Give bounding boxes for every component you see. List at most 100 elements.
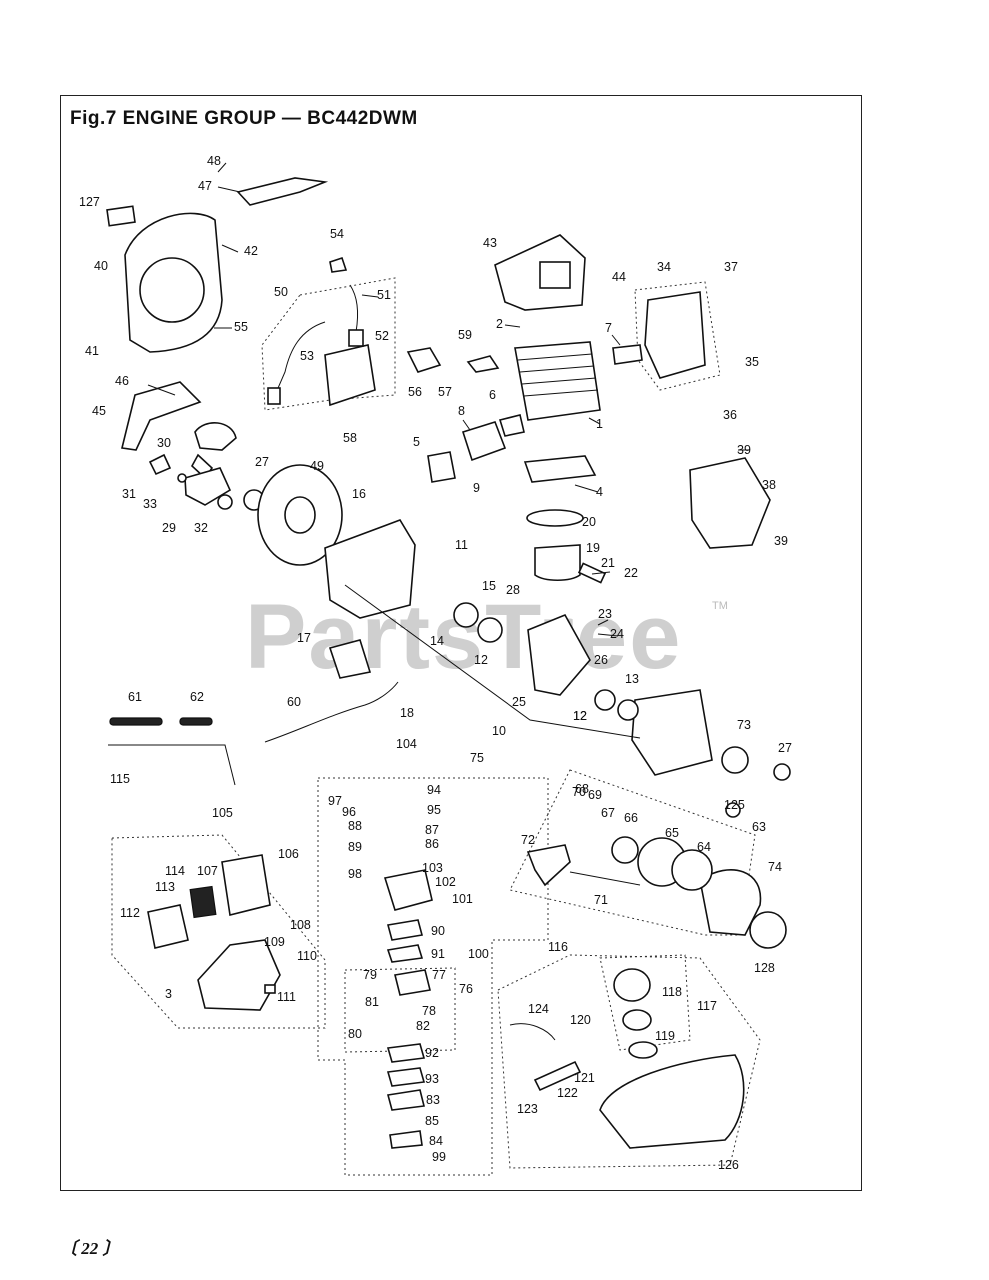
callout-label-19: 19 [586, 541, 600, 555]
gasket-7-shape [612, 344, 643, 365]
callout-label-38: 38 [762, 478, 776, 492]
callout-label-59: 59 [458, 328, 472, 342]
callout-label-122: 122 [557, 1086, 578, 1100]
callout-label-57: 57 [438, 385, 452, 399]
tank-seal-shape [622, 1009, 652, 1031]
fuel-tank-shape [599, 1054, 745, 1149]
reed-block-shape [328, 639, 372, 679]
callout-label-64: 64 [697, 840, 711, 854]
callout-label-107: 107 [197, 864, 218, 878]
callout-labels: 1234567891011121212131415161718192021222… [79, 154, 792, 1172]
callout-label-115: 115 [110, 772, 130, 786]
callout-label-24: 24 [610, 627, 624, 641]
callout-label-8: 8 [458, 404, 465, 418]
carburetor-body-shape [383, 869, 433, 911]
callout-label-32: 32 [194, 521, 208, 535]
group-outline-primer [599, 954, 691, 1051]
callout-label-126: 126 [718, 1158, 739, 1172]
leader-line [217, 162, 227, 173]
callout-label-83: 83 [426, 1093, 440, 1107]
label-plate-shape [106, 205, 136, 227]
group-outline-ignition [261, 277, 396, 411]
callout-label-1: 1 [596, 417, 603, 431]
gasket-119-shape [628, 1041, 658, 1059]
callout-label-75: 75 [470, 751, 484, 765]
leader-line [574, 484, 599, 493]
flywheel-hub [284, 496, 316, 534]
tube-62-shape [179, 717, 213, 726]
primer-84-shape [389, 1130, 423, 1149]
clutch-shoe-shape [194, 422, 237, 451]
callout-label-120: 120 [570, 1013, 591, 1027]
callout-label-98: 98 [348, 867, 362, 881]
callout-label-112: 112 [120, 906, 140, 920]
stop-wire-60 [264, 681, 399, 743]
group-outline-air-cleaner [111, 834, 326, 1029]
callout-label-84: 84 [429, 1134, 443, 1148]
leader-line [588, 417, 601, 425]
callout-label-53: 53 [300, 349, 314, 363]
baffle-plate-shape [236, 177, 329, 206]
callout-label-56: 56 [408, 385, 422, 399]
callout-label-14: 14 [430, 634, 444, 648]
bearing-13-shape [617, 699, 639, 721]
callout-label-95: 95 [427, 803, 441, 817]
leader-line [611, 334, 621, 346]
figure-frame [60, 95, 862, 1191]
diaphragm-93-shape [386, 1067, 426, 1087]
plug-cap-52 [348, 329, 364, 347]
callout-label-60: 60 [287, 695, 301, 709]
spring-64-shape [671, 849, 713, 891]
callout-label-78: 78 [422, 1004, 436, 1018]
callout-label-33: 33 [143, 497, 157, 511]
callout-label-27: 27 [778, 741, 792, 755]
callout-label-96: 96 [342, 805, 356, 819]
tube-61-shape [109, 717, 163, 726]
callout-label-110: 110 [297, 949, 317, 963]
figure-title: Fig.7 ENGINE GROUP — BC442DWM [70, 108, 418, 129]
callout-label-61: 61 [128, 690, 142, 704]
callout-label-25: 25 [512, 695, 526, 709]
clutch-plate-shape [184, 467, 232, 506]
muffler-shape [644, 291, 706, 379]
callout-label-50: 50 [274, 285, 288, 299]
handle-bracket-shape [121, 381, 202, 451]
bearing-14-shape [453, 602, 479, 628]
callout-label-114: 114 [165, 864, 185, 878]
muffler-cover-shape [689, 457, 771, 549]
piston-shape [534, 544, 581, 582]
callout-label-82: 82 [416, 1019, 430, 1033]
leader-line [361, 294, 379, 298]
washer-32-shape [217, 494, 233, 510]
cylinder-fins [517, 353, 599, 397]
callout-label-108: 108 [290, 918, 311, 932]
callout-label-35: 35 [745, 355, 759, 369]
callout-label-124: 124 [528, 1002, 549, 1016]
callout-label-37: 37 [724, 260, 738, 274]
group-outline-fuel-tank [497, 954, 761, 1169]
bearing-73-shape [721, 746, 749, 774]
callout-label-23: 23 [598, 607, 612, 621]
callout-label-106: 106 [278, 847, 299, 861]
callout-label-76: 76 [459, 982, 473, 996]
callout-label-127: 127 [79, 195, 100, 209]
cover-77-shape [394, 969, 431, 996]
leader-line [597, 619, 609, 626]
callout-label-69: 69 [588, 788, 602, 802]
callout-label-71: 71 [594, 893, 608, 907]
piston-ring-shape [526, 509, 584, 527]
callout-label-100: 100 [468, 947, 489, 961]
callout-label-13: 13 [625, 672, 639, 686]
callout-label-123: 123 [517, 1102, 538, 1116]
air-cleaner-case-shape [221, 854, 271, 916]
callout-label-77: 77 [432, 968, 446, 982]
callout-label-97: 97 [328, 794, 342, 808]
plate-112-shape [147, 904, 189, 949]
callout-label-44: 44 [612, 270, 626, 284]
part-drawings [106, 177, 791, 1149]
cap-125-shape [725, 802, 741, 818]
diaphragm-90-shape [387, 919, 423, 941]
ignition-coil-shape [324, 344, 376, 407]
callout-label-99: 99 [432, 1150, 446, 1164]
cover-83-shape [386, 1089, 425, 1111]
